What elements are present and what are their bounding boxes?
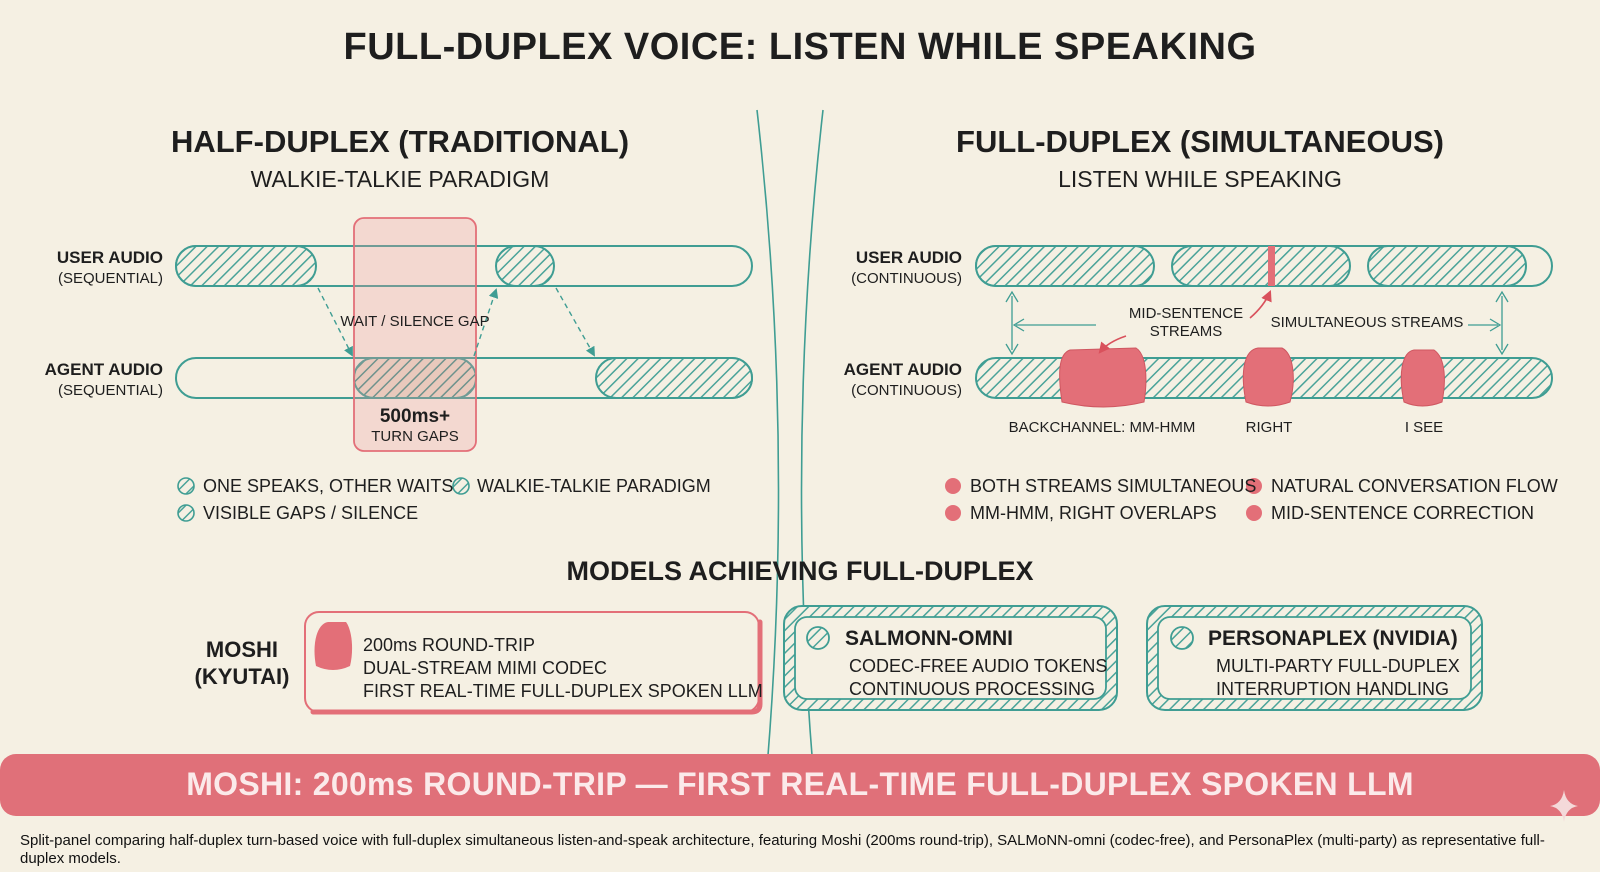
- personaplex-detail-line: INTERRUPTION HANDLING: [1216, 679, 1450, 699]
- page-title: FULL-DUPLEX VOICE: LISTEN WHILE SPEAKING: [343, 26, 1257, 68]
- lane-title: USER AUDIO: [855, 248, 962, 267]
- salmonn-detail-line: CODEC-FREE AUDIO TOKENS: [849, 656, 1108, 676]
- moshi-name-line: (KYUTAI): [194, 664, 290, 689]
- silence-gap-box: [353, 217, 477, 452]
- backchannel-blob-mm-hmm: [1059, 347, 1147, 408]
- mid-sentence-line: MID-SENTENCE: [1128, 305, 1244, 322]
- mid-sentence-line: STREAMS: [1149, 323, 1223, 340]
- figure-caption: Split-panel comparing half-duplex turn-b…: [20, 832, 1545, 867]
- lane-mode: (CONTINUOUS): [851, 382, 962, 399]
- full-user-segment-1: [975, 245, 1155, 287]
- backchannel-blob-i-see: [1400, 349, 1445, 407]
- legend-swatch: [452, 477, 470, 495]
- banner-bar: [0, 754, 1600, 816]
- full-user-segment-2: [1171, 245, 1351, 287]
- moshi-detail-line: DUAL-STREAM MIMI CODEC: [363, 658, 608, 678]
- salmonn-details: CODEC-FREE AUDIO TOKENS CONTINUOUS PROCE…: [849, 655, 1107, 701]
- full-user-lane-label: USER AUDIO (CONTINUOUS): [800, 248, 962, 289]
- moshi-blob-icon: [314, 622, 353, 670]
- banner-text: MOSHI: 200ms ROUND-TRIP — FIRST REAL-TIM…: [186, 766, 1414, 802]
- half-duplex-heading: HALF-DUPLEX (TRADITIONAL): [170, 124, 630, 159]
- backchannel-blob-right: [1242, 347, 1294, 407]
- legend-swatch: [177, 504, 195, 522]
- personaplex-details: MULTI-PARTY FULL-DUPLEX INTERRUPTION HAN…: [1216, 655, 1460, 701]
- lane-title: USER AUDIO: [56, 248, 163, 267]
- lane-mode: (SEQUENTIAL): [57, 382, 163, 399]
- personaplex-detail-line: MULTI-PARTY FULL-DUPLEX: [1216, 656, 1460, 676]
- full-user-segment-3: [1367, 245, 1527, 287]
- lane-title: AGENT AUDIO: [843, 360, 962, 379]
- full-duplex-subheading: LISTEN WHILE SPEAKING: [1058, 166, 1342, 192]
- models-heading: MODELS ACHIEVING FULL-DUPLEX: [566, 556, 1034, 586]
- full-legend-item: MM-HMM, RIGHT OVERLAPS: [970, 503, 1217, 523]
- moshi-details: 200ms ROUND-TRIP DUAL-STREAM MIMI CODEC …: [363, 634, 763, 703]
- full-duplex-heading: FULL-DUPLEX (SIMULTANEOUS): [956, 124, 1444, 159]
- interrupt-marker: [1268, 246, 1275, 286]
- lane-mode: (SEQUENTIAL): [57, 270, 163, 287]
- salmonn-detail-line: CONTINUOUS PROCESSING: [849, 679, 1096, 699]
- half-agent-lane-label: AGENT AUDIO (SEQUENTIAL): [0, 360, 163, 401]
- salmonn-name: SALMONN-OMNI: [845, 627, 1013, 650]
- half-duplex-diagram: [175, 217, 753, 522]
- half-agent-segment-2: [595, 357, 753, 399]
- half-duplex-subheading: WALKIE-TALKIE PARADIGM: [250, 166, 550, 192]
- full-legend-item: BOTH STREAMS SIMULTANEOUS: [970, 476, 1257, 496]
- model-cards: [304, 605, 1483, 715]
- moshi-detail-line: FIRST REAL-TIME FULL-DUPLEX SPOKEN LLM: [363, 681, 763, 701]
- backchannel-label: RIGHT: [1245, 419, 1293, 436]
- legend-swatch: [177, 477, 195, 495]
- gap-unit: TURN GAPS: [371, 428, 459, 445]
- half-legend-item: VISIBLE GAPS / SILENCE: [203, 503, 419, 523]
- backchannel-label: I SEE: [1404, 419, 1444, 436]
- simultaneous-streams-label: SIMULTANEOUS STREAMS: [1270, 314, 1464, 331]
- sparkle-icon: [1550, 790, 1578, 822]
- lane-mode: (CONTINUOUS): [851, 270, 962, 287]
- half-legend-item: ONE SPEAKS, OTHER WAITS: [203, 476, 454, 496]
- half-user-lane-label: USER AUDIO (SEQUENTIAL): [0, 248, 163, 289]
- full-duplex-diagram: [945, 245, 1553, 521]
- mid-sentence-label: MID-SENTENCE STREAMS: [1129, 305, 1243, 341]
- half-legend-item: WALKIE-TALKIE PARADIGM: [477, 476, 711, 496]
- half-user-segment-1: [175, 245, 317, 287]
- half-user-segment-2: [495, 245, 555, 287]
- full-agent-lane-label: AGENT AUDIO (CONTINUOUS): [800, 360, 962, 401]
- moshi-name-line: MOSHI: [205, 637, 279, 662]
- lane-title: AGENT AUDIO: [44, 360, 163, 379]
- full-legend-item: NATURAL CONVERSATION FLOW: [1271, 476, 1558, 496]
- salmonn-icon: [806, 626, 830, 650]
- gap-value: 500ms+: [379, 406, 451, 427]
- backchannel-label: BACKCHANNEL: MM-HMM: [1008, 419, 1196, 436]
- moshi-name: MOSHI (KYUTAI): [195, 636, 290, 690]
- full-legend-item: MID-SENTENCE CORRECTION: [1271, 503, 1535, 523]
- silence-gap-label: WAIT / SILENCE GAP: [340, 313, 490, 330]
- moshi-detail-line: 200ms ROUND-TRIP: [363, 635, 536, 655]
- personaplex-name: PERSONAPLEX (NVIDIA): [1208, 627, 1458, 650]
- personaplex-icon: [1170, 626, 1194, 650]
